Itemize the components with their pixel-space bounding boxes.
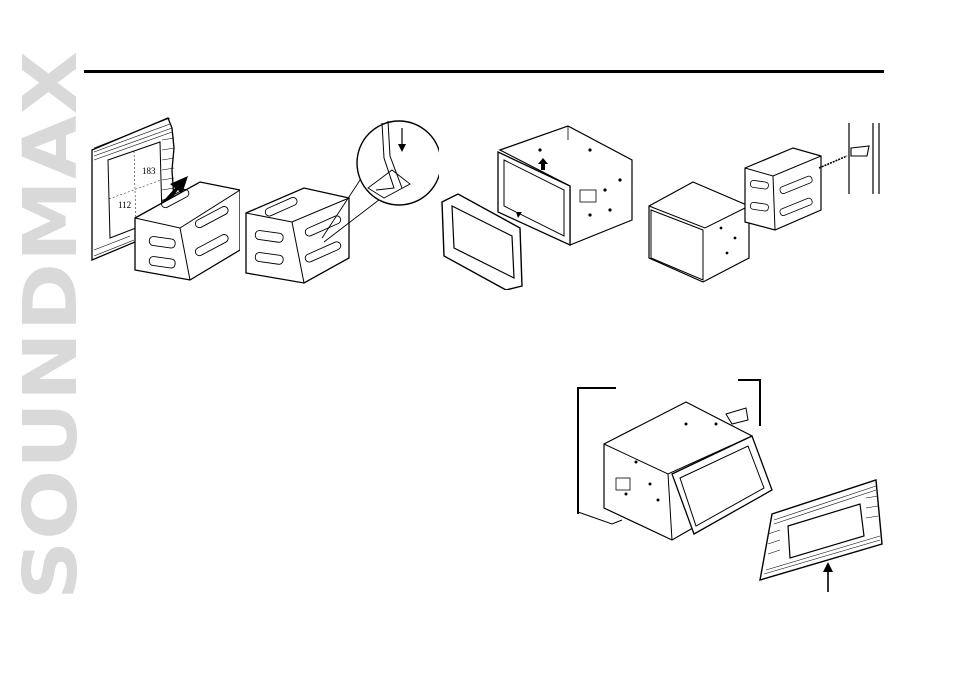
figure-trim-frame (440, 120, 635, 290)
figure-removal-keys (576, 374, 886, 594)
header-rule (84, 70, 884, 73)
figure-sleeve-tabs (244, 118, 439, 286)
height-dimension-label: 112 (118, 200, 131, 210)
width-dimension-label: 183 (142, 166, 156, 176)
brand-logo: SOUNDMAX (10, 40, 90, 610)
figure-sleeve-insert: 183 112 (90, 110, 240, 285)
figure-sleeve-screw (645, 118, 885, 288)
brand-logo-text: SOUNDMAX (10, 50, 90, 600)
